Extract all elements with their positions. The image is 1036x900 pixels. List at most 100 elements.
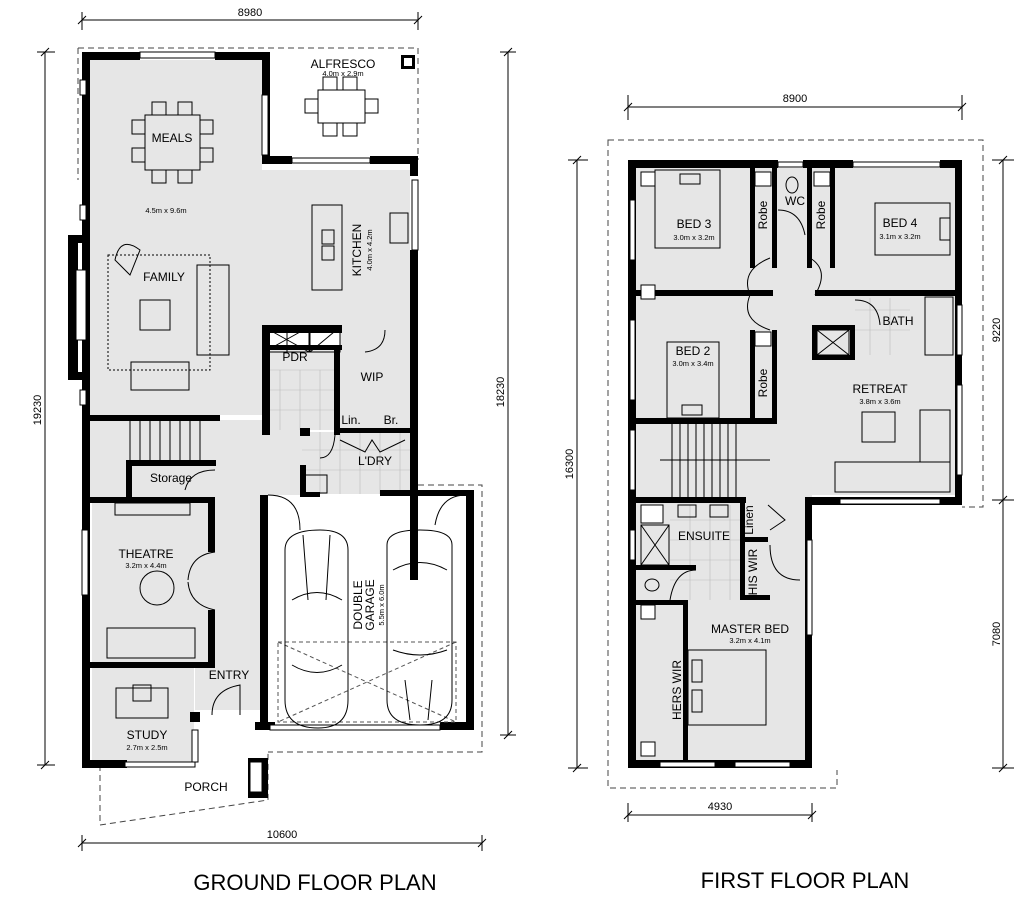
family-rug [107, 254, 211, 371]
label-ensuite: ENSUITE [678, 529, 730, 543]
shower [816, 329, 850, 356]
label-family: FAMILY [143, 270, 185, 284]
label-robe-bed4: Robe [814, 200, 828, 229]
ground-doors [184, 329, 467, 716]
meals-table [144, 114, 201, 171]
garage-door-swing [277, 641, 457, 723]
bed3-bed [654, 169, 721, 249]
label-porch: PORCH [184, 780, 227, 794]
laundry-floor [302, 432, 410, 494]
size-study: 2.7m x 2.5m [126, 743, 167, 752]
label-wc: WC [785, 194, 805, 208]
first-dimensions: 8900 16300 9220 7080 4930 [564, 93, 1014, 822]
first-furniture [640, 169, 954, 726]
dim-top: 8980 [238, 7, 262, 19]
theatre-cabinet [114, 502, 191, 516]
theatre-sofa [106, 627, 196, 659]
master-bed [687, 649, 767, 726]
entry-floor [195, 495, 263, 710]
label-garage-2: GARAGE [363, 579, 377, 630]
cooktop [389, 212, 409, 244]
dim-left: 19230 [32, 395, 44, 426]
car-left [284, 529, 349, 729]
label-hers-wir: HERS WIR [670, 660, 684, 720]
stairs-first [660, 424, 770, 497]
label-alfresco: ALFRESCO [311, 57, 376, 71]
dim-first-top: 8900 [783, 93, 807, 105]
car-right [386, 529, 453, 726]
retreat-sofa [834, 461, 951, 493]
kitchen-island [311, 204, 343, 291]
label-study: STUDY [127, 728, 168, 742]
size-living: 4.5m x 9.6m [145, 206, 186, 215]
size-garage: 5.5m x 6.0m [377, 584, 386, 625]
ensuite-shower [640, 524, 670, 566]
ground-dimensions: 8980 19230 18230 10600 [32, 7, 516, 851]
size-alfresco: 4.0m x 2.9m [322, 69, 363, 78]
label-bed2: BED 2 [676, 344, 711, 358]
size-bed3: 3.0m x 3.2m [673, 233, 714, 242]
theatre-floor [92, 502, 214, 664]
first-labels: BED 3 3.0m x 3.2m Robe WC Robe BED 4 3.1… [670, 194, 921, 720]
outside-area [812, 500, 962, 770]
first-doors [669, 209, 881, 601]
label-entry: ENTRY [209, 668, 249, 682]
dim-right: 18230 [495, 377, 507, 408]
dim-first-left: 16300 [564, 449, 576, 480]
first-windows [629, 161, 963, 768]
first-floor-fill [636, 168, 955, 762]
roof-outline [77, 47, 483, 753]
retreat-table [861, 411, 896, 443]
armchair [114, 243, 141, 276]
theatre-table [139, 570, 175, 606]
size-kitchen: 4.0m x 4.2m [365, 229, 374, 270]
alfresco-floor [270, 55, 415, 160]
dim-first-bottom: 4930 [708, 801, 732, 813]
label-robe-bed2: Robe [756, 368, 770, 397]
ground-walls [68, 52, 474, 798]
sofa-2 [130, 361, 190, 391]
size-master-bed: 3.2m x 4.1m [729, 636, 770, 645]
bed2-bed [666, 341, 720, 419]
wip-floor [340, 330, 410, 430]
ground-floor-plan: ALFRESCO 4.0m x 2.9m MEALS 4.5m x 9.6m F… [32, 7, 516, 895]
ground-furniture [106, 76, 457, 729]
size-theatre: 3.2m x 4.4m [125, 561, 166, 570]
sofa [196, 264, 230, 356]
label-meals: MEALS [152, 131, 193, 145]
study-desk [115, 687, 169, 719]
label-broom: Br. [384, 413, 399, 427]
coffee-table [139, 299, 171, 331]
label-robe-bed3: Robe [756, 200, 770, 229]
stairs [129, 421, 201, 460]
roof-outline-first [607, 139, 984, 789]
study-floor [92, 668, 194, 764]
label-bed3: BED 3 [677, 217, 712, 231]
bathtub [924, 296, 954, 356]
laundry-tub [304, 474, 328, 494]
label-bed4: BED 4 [883, 216, 918, 230]
dim-first-right-upper: 9220 [991, 318, 1003, 342]
dim-first-right-lower: 7080 [991, 622, 1003, 646]
ground-floor-title: GROUND FLOOR PLAN [193, 870, 436, 895]
label-linen: Lin. [341, 413, 360, 427]
label-garage-1: DOUBLE [351, 580, 365, 629]
dim-bottom: 10600 [267, 829, 298, 841]
ground-labels: ALFRESCO 4.0m x 2.9m MEALS 4.5m x 9.6m F… [118, 57, 398, 794]
label-wip: WIP [361, 370, 384, 384]
label-laundry: L'DRY [358, 454, 392, 468]
size-bed4: 3.1m x 3.2m [879, 232, 920, 241]
label-theatre: THEATRE [118, 547, 173, 561]
ensuite-toilet [644, 578, 660, 592]
first-floor-plan: BED 3 3.0m x 3.2m Robe WC Robe BED 4 3.1… [564, 93, 1014, 893]
size-retreat: 3.8m x 3.6m [859, 397, 900, 406]
size-bed2: 3.0m x 3.4m [672, 359, 713, 368]
first-tiles [670, 298, 910, 600]
kitchen-bench [385, 170, 410, 330]
ground-windows [75, 51, 441, 793]
label-bath: BATH [882, 314, 913, 328]
wc-toilet [785, 176, 799, 194]
label-linen-first: Linen [742, 505, 756, 534]
garage-floor [268, 495, 466, 727]
